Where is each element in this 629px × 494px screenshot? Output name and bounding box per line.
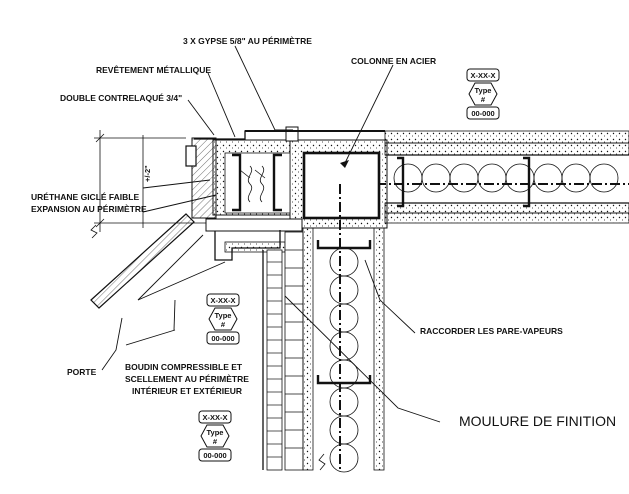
label-revetement: REVÊTEMENT MÉTALLIQUE [96,64,211,75]
batt-insulation-vertical [329,247,359,473]
svg-text:#: # [221,320,226,329]
tag-symbol: X-XX-X Type # 00-000 [206,293,240,345]
label-raccorder: RACCORDER LES PARE-VAPEURS [420,326,563,336]
dimension-text: +/-2" [143,165,152,182]
label-gypse: 3 X GYPSE 5/8" AU PÉRIMÈTRE [183,36,312,46]
svg-text:Type: Type [207,428,224,437]
label-boudin-1: BOUDIN COMPRESSIBLE ET [125,362,243,372]
label-urethane-2: EXPANSION AU PÉRIMÈTRE [31,204,147,214]
svg-text:#: # [213,437,218,446]
label-urethane-1: URÉTHANE GICLÉ FAIBLE [31,192,139,202]
svg-text:X-XX-X: X-XX-X [210,296,235,305]
svg-text:X-XX-X: X-XX-X [202,413,227,422]
tag-symbol: X-XX-X Type # 00-000 [198,410,232,462]
steel-column [289,139,388,229]
svg-text:X-XX-X: X-XX-X [470,71,495,80]
svg-text:00-000: 00-000 [211,334,234,343]
svg-text:Type: Type [475,86,492,95]
svg-text:Type: Type [215,311,232,320]
svg-text:00-000: 00-000 [471,109,494,118]
door-leaf [90,213,195,309]
label-colonne: COLONNE EN ACIER [351,56,436,66]
svg-text:#: # [481,95,486,104]
vertical-wall [262,184,385,473]
horizontal-wall [340,130,629,224]
batt-insulation-horizontal [393,163,619,193]
label-porte: PORTE [67,367,97,377]
door-frame [185,137,303,261]
top-finish [194,126,385,142]
svg-text:00-000: 00-000 [203,451,226,460]
label-boudin-2: SCELLEMENT AU PÉRIMÈTRE [125,374,249,384]
label-boudin-3: INTÉRIEUR ET EXTÉRIEUR [132,386,242,396]
dimension-line: +/-2" [90,130,206,239]
tag-symbol: X-XX-X Type # 00-000 [466,68,500,120]
label-contreplaque: DOUBLE CONTRELAQUÉ 3/4" [60,93,182,103]
leader-lines [101,45,441,423]
wall-framing-left [212,139,291,216]
label-moulure: MOULURE DE FINITION [459,413,616,429]
